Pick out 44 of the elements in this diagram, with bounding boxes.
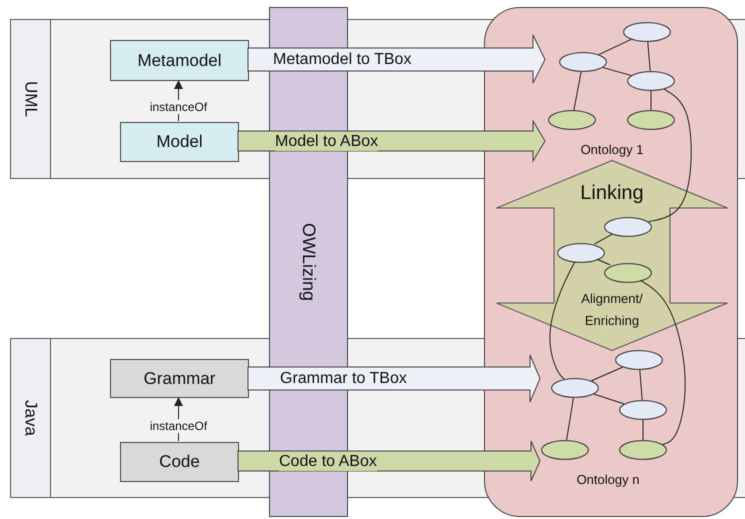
lane-title: Java bbox=[20, 400, 40, 436]
ellipse-node bbox=[604, 217, 652, 237]
connector-line bbox=[650, 90, 652, 110]
connector-line bbox=[591, 366, 623, 382]
connector-line bbox=[602, 67, 632, 76]
ellipse-node bbox=[604, 263, 652, 283]
ellipse-node bbox=[615, 350, 663, 370]
ellipse-node bbox=[559, 52, 607, 72]
connector-line bbox=[598, 38, 632, 56]
connector-line bbox=[594, 234, 614, 244]
ellipse-node bbox=[557, 243, 605, 263]
connector-line bbox=[549, 261, 576, 380]
connector-line bbox=[640, 280, 686, 445]
shape-caption: Alignment/ Enriching bbox=[580, 290, 644, 330]
class-box bbox=[110, 359, 249, 398]
class-box bbox=[120, 442, 239, 482]
ellipse-node bbox=[627, 71, 675, 91]
ontology-label: Ontology n bbox=[576, 472, 640, 488]
column-label: OWLizing bbox=[298, 222, 319, 302]
connector-line bbox=[573, 71, 582, 111]
ellipse-node bbox=[619, 400, 667, 420]
ellipse-node bbox=[548, 110, 596, 130]
box-label: Model bbox=[156, 132, 203, 152]
connector-line bbox=[596, 258, 611, 266]
connector-line bbox=[648, 88, 692, 222]
ellipse-node bbox=[627, 110, 675, 130]
class-box bbox=[110, 40, 249, 81]
lane-title: UML bbox=[20, 81, 40, 117]
ontology-label: Ontology 1 bbox=[580, 142, 644, 158]
box-label: Metamodel bbox=[137, 50, 222, 70]
connector-line bbox=[647, 42, 651, 72]
connector-line bbox=[639, 370, 643, 400]
connector-line bbox=[566, 397, 574, 441]
box-label: Grammar bbox=[144, 368, 216, 388]
ellipse-node bbox=[619, 440, 667, 460]
ellipse-node bbox=[623, 22, 671, 42]
connector-line bbox=[593, 394, 625, 404]
shape-title: Linking bbox=[579, 182, 645, 205]
ellipse-node bbox=[541, 440, 589, 460]
connector-line bbox=[642, 420, 644, 440]
double-arrow-shape bbox=[496, 160, 728, 351]
box-label: Code bbox=[159, 452, 200, 472]
class-box bbox=[120, 122, 239, 162]
ellipse-node bbox=[551, 378, 599, 398]
